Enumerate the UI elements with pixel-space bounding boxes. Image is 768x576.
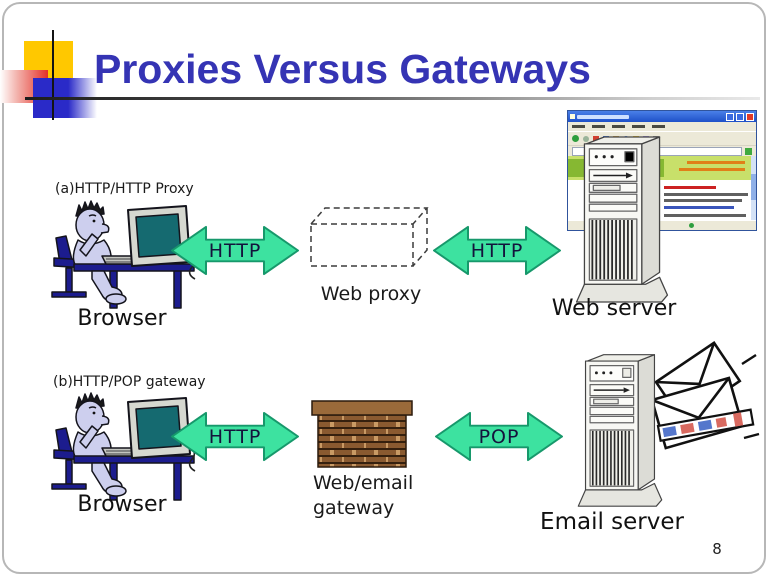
arrow-b-right-label: POP <box>478 425 520 448</box>
ie-statusbar <box>568 220 756 230</box>
proxy-label: Web proxy <box>320 283 422 305</box>
page-title: Proxies Versus Gateways <box>94 46 591 92</box>
arrow-b-left-label: HTTP <box>208 425 262 448</box>
go-icon <box>745 147 752 155</box>
gateway-label: Web/email gateway <box>313 472 414 519</box>
brick-wall-icon <box>311 400 413 468</box>
scrollbar <box>751 156 756 220</box>
section-b-label: (b)HTTP/POP gateway <box>53 374 206 390</box>
deco-vertical-line <box>52 30 54 120</box>
page-number: 8 <box>712 540 722 558</box>
deco-horizontal-line <box>25 97 760 100</box>
close-icon <box>746 112 754 121</box>
arrow-a-right-label: HTTP <box>470 239 524 262</box>
double-headed-arrow-icon <box>171 225 299 276</box>
arrow-b-right: POP <box>434 409 564 464</box>
ie-titlebar <box>568 111 756 122</box>
arrow-b-left: HTTP <box>170 409 300 464</box>
arrow-a-left-label: HTTP <box>208 239 262 262</box>
server-label-a: Web server <box>551 296 677 321</box>
client-label-b: Browser <box>77 492 167 517</box>
ie-menubar <box>568 122 756 131</box>
person-at-computer-icon <box>51 200 196 309</box>
back-icon <box>572 135 579 142</box>
arrow-a-left: HTTP <box>170 223 300 278</box>
dashed-box-icon <box>310 207 429 267</box>
double-headed-arrow-icon <box>433 225 561 276</box>
person-at-computer-icon <box>51 392 196 501</box>
double-headed-arrow-icon <box>435 411 563 462</box>
double-headed-arrow-icon <box>171 411 299 462</box>
server-label-b: Email server <box>540 509 684 535</box>
section-a-label: (a)HTTP/HTTP Proxy <box>55 181 194 197</box>
arrow-a-right: HTTP <box>432 223 562 278</box>
server-tower-icon <box>577 354 663 507</box>
client-label-a: Browser <box>77 306 167 331</box>
envelopes-icon <box>643 341 760 450</box>
server-tower-icon <box>575 136 669 303</box>
